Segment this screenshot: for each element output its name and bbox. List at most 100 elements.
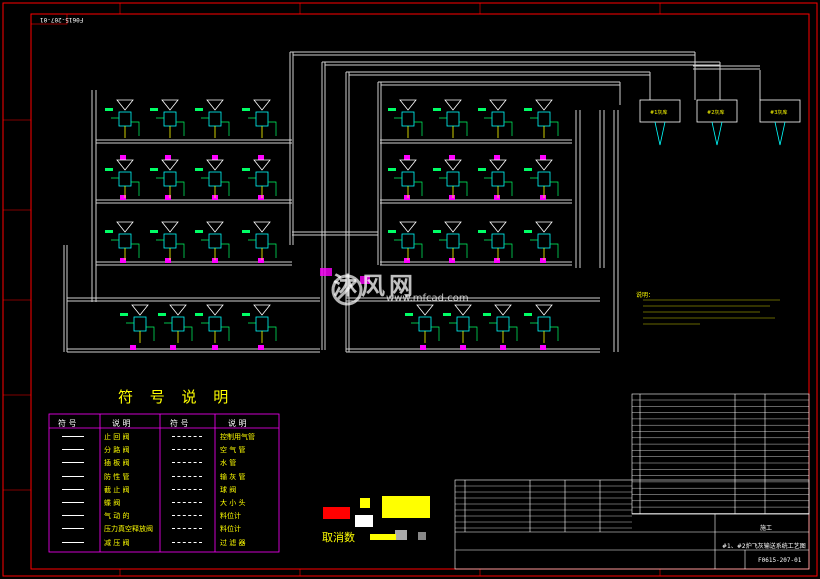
legend-item-left: 气 动 的 bbox=[104, 512, 130, 521]
legend-symbol bbox=[172, 449, 202, 451]
pump-unit bbox=[150, 159, 185, 198]
legend-symbol bbox=[172, 488, 202, 490]
legend-header-symbol-1: 符 号 bbox=[58, 419, 77, 428]
pump-unit bbox=[242, 159, 277, 198]
legend-item-left: 防 性 管 bbox=[104, 472, 130, 481]
drawing-title: #1、#2炉飞灰输送系统工艺图 bbox=[722, 543, 806, 550]
legend-item-left: 分 路 阀 bbox=[104, 446, 130, 455]
notes-text-lines bbox=[643, 299, 780, 325]
legend-symbol bbox=[172, 541, 202, 543]
pump-unit bbox=[105, 159, 140, 198]
legend-header-desc-2: 说 明 bbox=[228, 419, 247, 428]
legend-symbol bbox=[62, 528, 84, 530]
bin-label-3: #3灰库 bbox=[770, 109, 787, 116]
legend-symbol bbox=[62, 502, 84, 503]
legend-table bbox=[48, 413, 280, 553]
pump-unit bbox=[388, 159, 423, 198]
stamp-white bbox=[355, 515, 373, 527]
legend-header-symbol-2: 符 号 bbox=[170, 419, 189, 428]
stamp-gray bbox=[395, 530, 407, 540]
legend-symbol bbox=[62, 436, 84, 437]
legend-symbol bbox=[62, 541, 84, 543]
legend-title: 符 号 说 明 bbox=[118, 388, 235, 406]
pump-unit bbox=[478, 221, 513, 260]
legend-item-right: 料位计 bbox=[220, 512, 241, 521]
legend-item-right: 水 管 bbox=[220, 459, 237, 468]
title-block-rows bbox=[455, 399, 809, 529]
legend-item-right: 输 灰 管 bbox=[220, 472, 246, 481]
legend-symbol bbox=[172, 528, 202, 530]
pump-unit bbox=[433, 221, 468, 260]
pump-unit bbox=[405, 304, 440, 343]
pump-unit bbox=[388, 221, 423, 260]
title-block bbox=[454, 393, 810, 570]
legend-header-desc-1: 说 明 bbox=[112, 419, 131, 428]
legend-item-left: 截 止 阀 bbox=[104, 485, 130, 494]
stage-label: 施工 bbox=[760, 525, 773, 532]
legend-item-left: 压力真空释放阀 bbox=[104, 525, 153, 534]
legend-symbol bbox=[62, 488, 84, 490]
pump-unit bbox=[158, 304, 193, 343]
stamp-red bbox=[323, 507, 350, 519]
legend-item-left: 插 板 阀 bbox=[104, 459, 130, 468]
drawing-number: F0615-207-01 bbox=[758, 557, 802, 564]
pump-unit bbox=[443, 304, 478, 343]
pump-unit bbox=[433, 99, 468, 138]
pump-unit bbox=[388, 99, 423, 138]
pump-unit bbox=[483, 304, 518, 343]
legend-symbol bbox=[62, 462, 84, 464]
stamp-yellow-small bbox=[360, 498, 370, 508]
legend-symbol bbox=[172, 475, 202, 477]
pump-unit bbox=[242, 99, 277, 138]
transport-pipes bbox=[63, 51, 761, 353]
pump-unit bbox=[524, 159, 559, 198]
pump-unit bbox=[524, 304, 559, 343]
pump-unit bbox=[524, 221, 559, 260]
notes-heading: 说明： bbox=[636, 292, 655, 299]
stamp-gray-2 bbox=[418, 532, 426, 540]
stamp-text: 取消数 bbox=[322, 531, 355, 544]
bin-label-2: #2灰库 bbox=[707, 109, 724, 116]
pump-unit bbox=[195, 304, 230, 343]
pump-unit bbox=[105, 99, 140, 138]
legend-symbol bbox=[172, 436, 202, 437]
legend-item-left: 减 压 阀 bbox=[104, 538, 130, 547]
legend-symbol bbox=[62, 449, 84, 451]
ash-bins bbox=[639, 99, 801, 146]
legend-item-right: 控制用气管 bbox=[220, 433, 255, 441]
legend-item-left: 止 回 阀 bbox=[104, 433, 130, 441]
watermark-text: 沐风网 bbox=[333, 272, 417, 300]
pump-unit bbox=[478, 159, 513, 198]
pump-unit bbox=[195, 221, 230, 260]
legend-item-right: 大 小 头 bbox=[220, 499, 246, 507]
pump-unit bbox=[433, 159, 468, 198]
stamp-yellow-bar bbox=[370, 534, 396, 540]
stamp-yellow-large bbox=[382, 496, 430, 518]
pump-unit bbox=[478, 99, 513, 138]
legend-item-left: 蝶 阀 bbox=[104, 499, 121, 507]
legend-item-right: 空 气 管 bbox=[220, 446, 246, 455]
pump-unit bbox=[242, 221, 277, 260]
pump-unit bbox=[195, 159, 230, 198]
legend-symbol bbox=[62, 515, 84, 517]
legend-symbol bbox=[172, 515, 202, 517]
legend-item-right: 球 阀 bbox=[220, 485, 237, 494]
pump-unit bbox=[242, 304, 277, 343]
watermark-url: www.mfcad.com bbox=[386, 293, 469, 304]
pump-unit bbox=[120, 304, 155, 343]
watermark-logo bbox=[331, 274, 363, 306]
drawing-tag-top: F0615-207-01 bbox=[40, 16, 84, 23]
ash-pump-units bbox=[105, 99, 559, 343]
legend-symbol bbox=[172, 462, 202, 464]
pump-unit bbox=[524, 99, 559, 138]
legend-item-right: 过 滤 器 bbox=[220, 538, 246, 547]
pump-unit bbox=[195, 99, 230, 138]
pump-unit bbox=[105, 221, 140, 260]
legend-item-right: 料位计 bbox=[220, 525, 241, 534]
pump-unit bbox=[150, 221, 185, 260]
legend-symbol bbox=[172, 502, 202, 503]
inner-border bbox=[30, 13, 810, 570]
pump-unit bbox=[150, 99, 185, 138]
